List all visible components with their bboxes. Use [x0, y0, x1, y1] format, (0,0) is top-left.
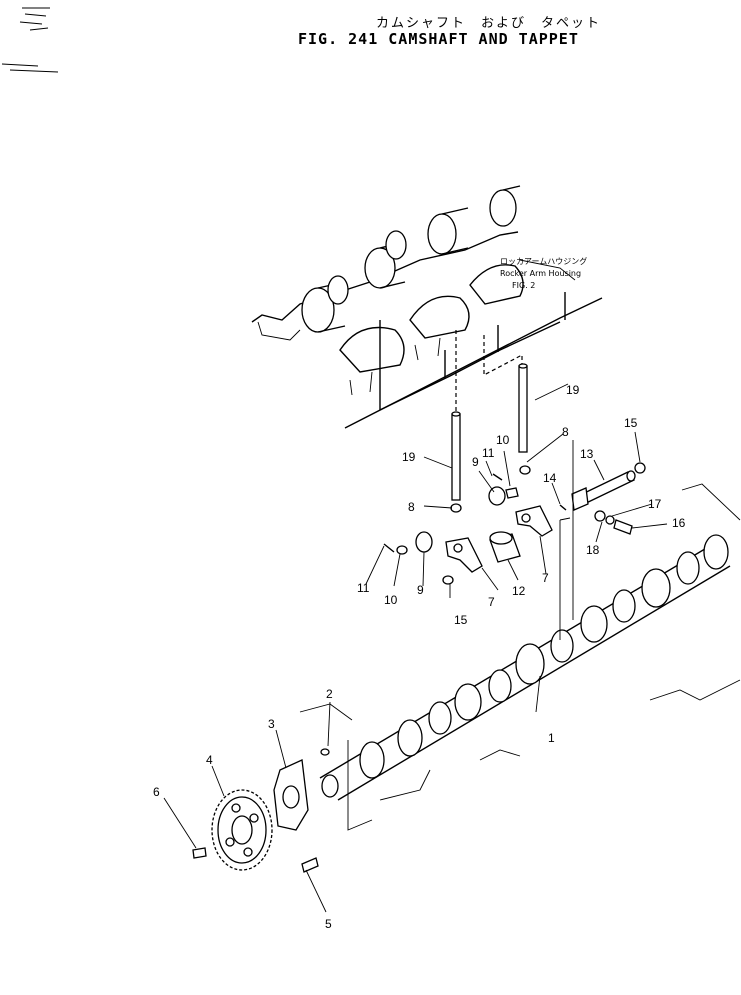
- callout-english: Rocker Arm Housing: [500, 269, 581, 278]
- camshaft: [319, 534, 731, 801]
- housing-boss: [427, 213, 457, 255]
- part-number-18: 18: [586, 543, 600, 557]
- leader-lines: [163, 383, 668, 913]
- part-number-15: 15: [454, 613, 468, 627]
- housing-boss: [489, 189, 517, 227]
- part-number-13: 13: [580, 447, 594, 461]
- figure-title-japanese: カムシャフト および タペット: [376, 16, 602, 31]
- cam-gear: [211, 789, 273, 871]
- part-number-19: 19: [566, 383, 580, 397]
- part-number-10: 10: [496, 433, 510, 447]
- part-number-7: 7: [542, 571, 549, 585]
- washer: [594, 510, 606, 522]
- part-number-10: 10: [384, 593, 398, 607]
- part-number-12: 12: [512, 584, 526, 598]
- part-number-8: 8: [562, 425, 569, 439]
- part-number-6: 6: [153, 785, 160, 799]
- part-number-19: 19: [402, 450, 416, 464]
- part-number-11: 11: [357, 581, 370, 595]
- part-number-3: 3: [268, 717, 275, 731]
- part-number-5: 5: [325, 917, 332, 931]
- tappet-assembly-right: [488, 462, 646, 537]
- figure-title: FIG. 241 CAMSHAFT AND TAPPET: [298, 30, 579, 48]
- housing-boss: [327, 275, 349, 305]
- part-number-8: 8: [408, 500, 415, 514]
- part-number-17: 17: [648, 497, 662, 511]
- part-number-16: 16: [672, 516, 686, 530]
- scan-artifact: [1, 7, 59, 73]
- callout-japanese: ロッカアームハウジング: [500, 256, 587, 266]
- part-number-9: 9: [417, 583, 424, 597]
- part-number-14: 14: [543, 471, 557, 485]
- callout-figure-ref: FIG. 2: [512, 281, 535, 290]
- part-number-1: 1: [548, 731, 555, 745]
- push-rod: [518, 363, 528, 453]
- thrust-plate-hole: [282, 785, 300, 809]
- bolt: [301, 857, 319, 873]
- housing-boss: [385, 230, 407, 260]
- rocker-arm-housing: [251, 185, 603, 429]
- rocker-shaft: [571, 470, 636, 511]
- part-number-9: 9: [472, 455, 479, 469]
- part-number-11: 11: [482, 446, 495, 460]
- pin: [320, 748, 330, 756]
- tappet-assembly-left: [383, 503, 521, 585]
- part-number-15: 15: [624, 416, 638, 430]
- push-rod: [451, 411, 461, 501]
- part-number-2: 2: [326, 687, 333, 701]
- part-number-4: 4: [206, 753, 213, 767]
- spring: [605, 515, 615, 525]
- bolt: [613, 519, 633, 535]
- part-number-7: 7: [488, 595, 495, 609]
- bolt: [192, 847, 207, 859]
